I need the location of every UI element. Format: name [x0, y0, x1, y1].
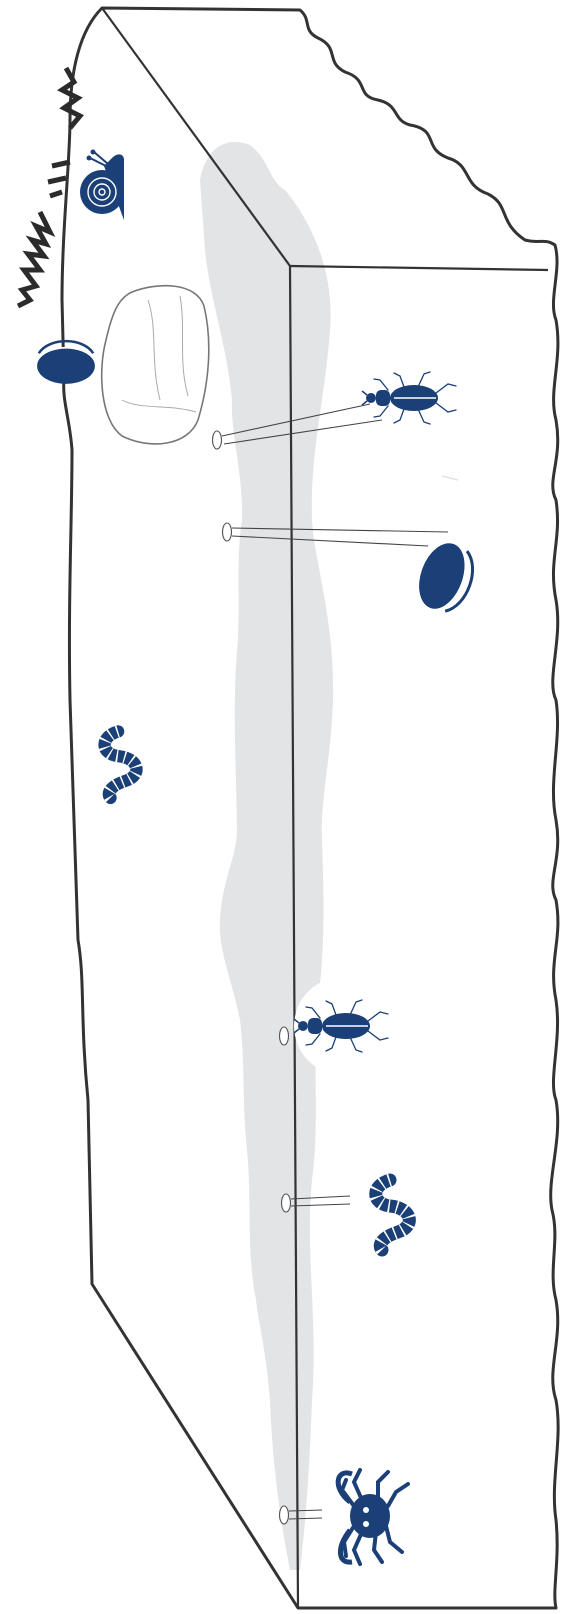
surface-clam-icon — [37, 341, 95, 384]
worm-left-icon — [105, 731, 137, 798]
label-marker-1 — [213, 431, 222, 449]
block-front-top-edge — [290, 266, 548, 270]
pointer-line-3 — [280, 1027, 289, 1045]
label-marker-4 — [282, 1194, 291, 1212]
clam-1-icon — [411, 537, 481, 618]
soil-layer-band — [200, 142, 333, 1570]
label-marker-5 — [280, 1506, 289, 1524]
stone-icon — [102, 286, 209, 444]
snail-icon — [80, 150, 124, 221]
label-marker-3 — [280, 1027, 289, 1045]
grass-icon — [18, 68, 80, 306]
block-top-edge — [102, 8, 290, 266]
worm-2-icon — [376, 1180, 410, 1250]
beetle-1-icon — [362, 372, 456, 424]
crab-icon — [338, 1470, 408, 1564]
label-marker-2 — [223, 523, 232, 541]
